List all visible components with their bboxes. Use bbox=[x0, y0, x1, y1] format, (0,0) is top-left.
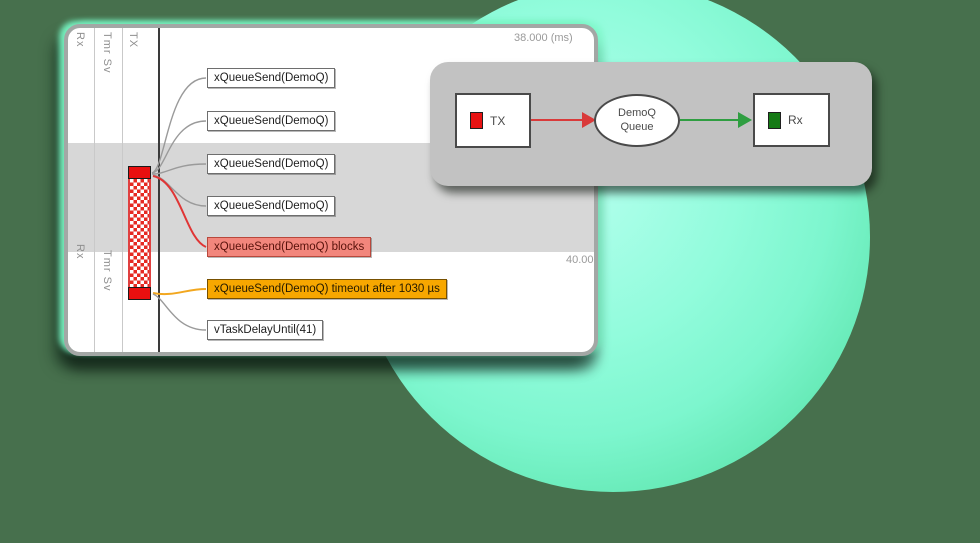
task-bar-end-cap[interactable] bbox=[128, 287, 151, 300]
event-label-blocks[interactable]: xQueueSend(DemoQ) blocks bbox=[207, 237, 372, 257]
trace-canvas[interactable]: Rx Tmr Sv TX Rx Tmr Sv 38.000 (ms) 40.00… bbox=[68, 28, 594, 352]
event-label-queuesend-2[interactable]: xQueueSend(DemoQ) bbox=[207, 111, 336, 131]
column-label-rx: Rx bbox=[74, 32, 86, 48]
time-axis-line bbox=[158, 28, 160, 352]
event-label-queuesend-3[interactable]: xQueueSend(DemoQ) bbox=[207, 154, 336, 174]
tx-node-label: TX bbox=[490, 113, 506, 128]
column-label-tx: TX bbox=[127, 32, 139, 49]
column-label-tmrsv: Tmr Sv bbox=[101, 32, 113, 74]
event-label-timeout[interactable]: xQueueSend(DemoQ) timeout after 1030 µs bbox=[207, 279, 447, 299]
task-bar-start-cap[interactable] bbox=[128, 166, 151, 179]
time-gridline-label-38ms: 38.000 (ms) bbox=[514, 32, 573, 44]
column-divider bbox=[122, 28, 123, 352]
event-label-delayuntil[interactable]: vTaskDelayUntil(41) bbox=[207, 320, 324, 340]
event-connector-lines bbox=[151, 77, 207, 331]
event-label-queuesend-1[interactable]: xQueueSend(DemoQ) bbox=[207, 68, 336, 88]
diagram-node-tx[interactable]: TX bbox=[455, 93, 531, 148]
communication-flow-panel: TX DemoQ Queue Rx bbox=[430, 62, 872, 186]
column-label-tmrsv-repeat: Tmr Sv bbox=[101, 250, 113, 292]
time-gridline-label-40ms: 40.000 (ms) bbox=[566, 254, 598, 266]
diagram-node-rx[interactable]: Rx bbox=[753, 93, 830, 147]
column-divider bbox=[94, 28, 95, 352]
column-label-rx-repeat: Rx bbox=[74, 244, 86, 260]
diagram-arrows bbox=[531, 112, 752, 128]
tx-task-marker-icon bbox=[470, 112, 483, 129]
task-bar-blocked-segment[interactable] bbox=[128, 179, 151, 287]
rx-task-marker-icon bbox=[768, 111, 781, 129]
diagram-node-demoq-queue[interactable]: DemoQ Queue bbox=[594, 94, 680, 147]
event-label-queuesend-4[interactable]: xQueueSend(DemoQ) bbox=[207, 196, 336, 216]
rx-node-label: Rx bbox=[788, 113, 803, 127]
